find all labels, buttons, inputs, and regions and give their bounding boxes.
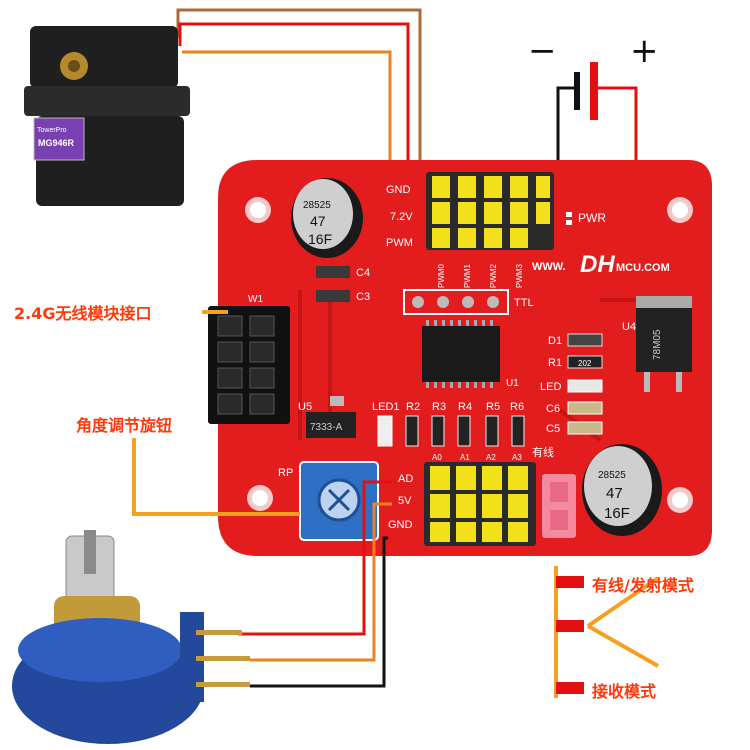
right-parts: D1 R1 LED C6 C5 xyxy=(540,335,562,435)
adc-col-label: A1 xyxy=(460,453,470,462)
label-w1: W1 xyxy=(248,294,263,305)
pwm-col-label: PWM2 xyxy=(489,263,498,288)
polarity-plus: + xyxy=(630,31,659,71)
label-led: LED xyxy=(540,381,561,393)
callout-mode-receive: 接收模式 xyxy=(592,682,657,701)
cap-volt: 16F xyxy=(604,505,630,522)
label-r2: R2 xyxy=(406,401,420,413)
adc-col-label: A3 xyxy=(512,453,522,462)
cap-code: 28525 xyxy=(303,200,331,211)
brand-www: WWW. xyxy=(532,261,566,273)
pot-wires xyxy=(238,480,392,688)
pwm-col-label: PWM1 xyxy=(463,263,472,288)
reg-u5-text: 7333-A xyxy=(310,422,343,433)
servo-brand: TowerPro xyxy=(37,127,67,134)
brand-dh: DH xyxy=(580,251,615,278)
rotary-potentiometer[interactable] xyxy=(12,530,250,744)
servo-motor: TowerPro MG946R xyxy=(24,26,190,206)
pwm-col-label: PWM0 xyxy=(437,263,446,288)
chip-u1: U1 xyxy=(422,320,519,389)
label-c4: C4 xyxy=(356,267,370,279)
pwm-col-label: PWM3 xyxy=(515,263,524,288)
cap-volt: 16F xyxy=(308,231,332,247)
label-wired: 有线 xyxy=(532,445,554,459)
label-r3: R3 xyxy=(432,401,446,413)
label-r4: R4 xyxy=(458,401,472,413)
adc-col-label: A0 xyxy=(432,453,442,462)
polarity-minus: − xyxy=(528,31,557,71)
trim-potentiometer[interactable] xyxy=(299,461,379,541)
label-gnd-bottom: GND xyxy=(388,519,413,531)
label-c6: C6 xyxy=(546,403,560,415)
pwm-column-labels: PWM0 PWM1 PWM2 PWM3 xyxy=(437,263,524,288)
resistor-row xyxy=(377,415,525,447)
capacitor-top: 28525 47 16F xyxy=(291,178,363,258)
label-pwr: PWR xyxy=(578,211,606,225)
servo-model: MG946R xyxy=(38,138,75,148)
label-rp: RP xyxy=(278,467,293,479)
r1-code: 202 xyxy=(578,359,592,368)
label-u4: U4 xyxy=(622,321,636,333)
label-r5: R5 xyxy=(486,401,500,413)
mode-jumper[interactable] xyxy=(542,474,576,538)
cap-value: 47 xyxy=(310,213,326,229)
label-u1: U1 xyxy=(506,378,519,389)
regulator-u5: 7333-A xyxy=(306,396,356,438)
label-gnd-top: GND xyxy=(386,184,411,196)
label-led1: LED1 xyxy=(372,401,400,413)
callout-knob: 角度调节旋钮 xyxy=(76,416,173,435)
brand-mcu: MCU.COM xyxy=(616,262,670,274)
cap-code: 28525 xyxy=(598,470,626,481)
mode-arrows xyxy=(556,576,584,694)
label-c5: C5 xyxy=(546,423,560,435)
callout-mode-wired: 有线/发射模式 xyxy=(592,576,694,595)
cap-value: 47 xyxy=(606,485,623,502)
label-ttl: TTL xyxy=(514,297,534,309)
label-ad: AD xyxy=(398,473,413,485)
regulator-u4: 78M05 U4 xyxy=(622,296,692,392)
resistor-row-labels: LED1 R2 R3 R4 R5 R6 xyxy=(372,401,524,413)
ttl-pads: TTL xyxy=(403,289,534,315)
callout-wireless: 2.4G无线模块接口 xyxy=(14,304,152,323)
label-r6: R6 xyxy=(510,401,524,413)
battery-symbol: − + xyxy=(528,31,659,120)
label-r1: R1 xyxy=(548,357,562,369)
adc-column-labels: A0 A1 A2 A3 xyxy=(432,453,522,462)
label-5v: 5V xyxy=(398,495,412,507)
label-d1: D1 xyxy=(548,335,562,347)
wireless-module-header[interactable] xyxy=(208,306,290,424)
adc-header[interactable] xyxy=(424,462,536,546)
label-c3: C3 xyxy=(356,291,370,303)
reg-u4-text: 78M05 xyxy=(652,329,663,360)
label-pwm: PWM xyxy=(386,237,413,249)
adc-col-label: A2 xyxy=(486,453,496,462)
label-u5: U5 xyxy=(298,401,312,413)
servo-header[interactable] xyxy=(426,172,554,250)
capacitor-bottom: 28525 47 16F xyxy=(582,444,662,536)
label-7v2: 7.2V xyxy=(390,211,413,223)
